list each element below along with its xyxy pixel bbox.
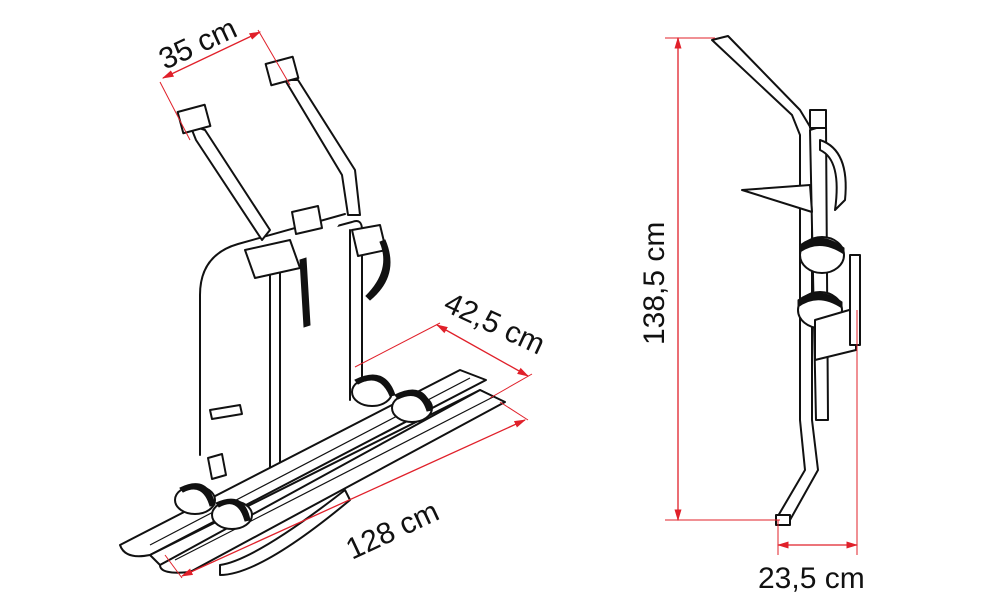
label-138-5cm: 138,5 cm [638,222,671,345]
label-35cm: 35 cm [154,12,242,76]
dimension-lines [159,29,859,579]
dim-35cm [161,31,262,79]
label-42-5cm: 42,5 cm [439,286,550,361]
dim-42-5cm [435,324,530,377]
label-128cm: 128 cm [341,495,444,566]
rack-side-view [711,35,861,526]
dim-128cm [180,419,527,577]
label-23-5cm: 23,5 cm [758,562,865,595]
